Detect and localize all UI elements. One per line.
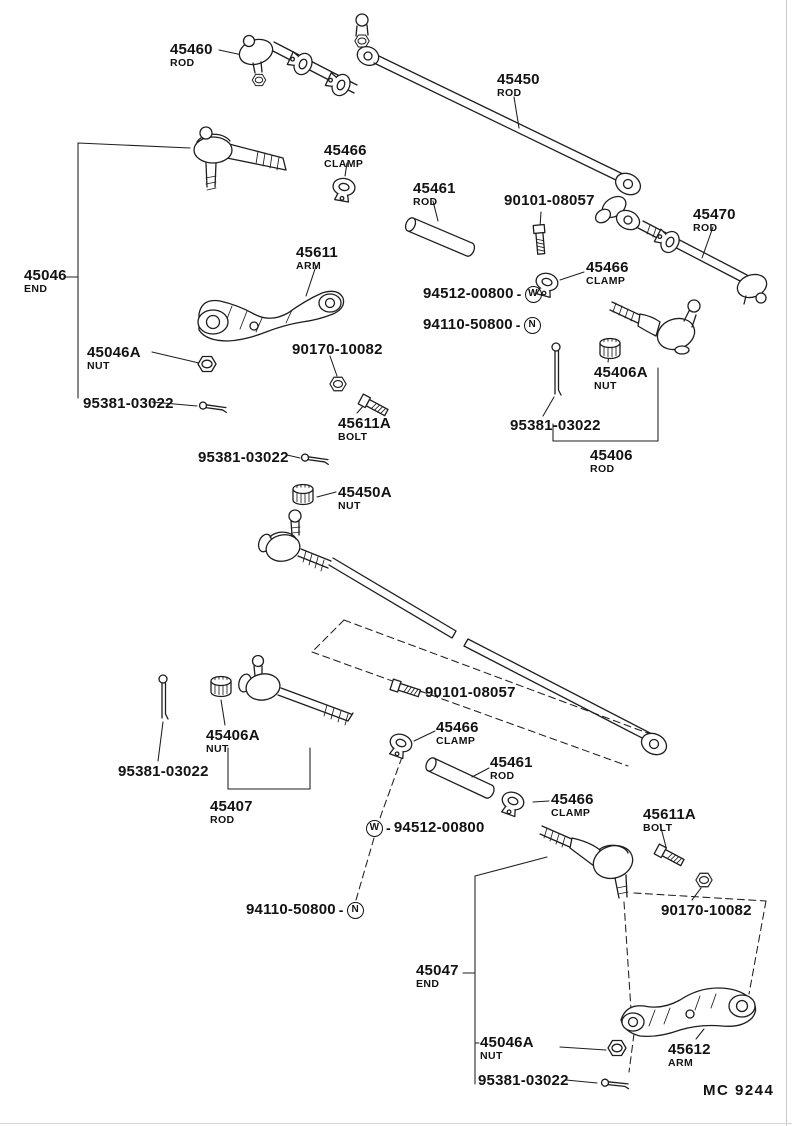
part-label-45611A-1: 45611A BOLT (338, 415, 391, 444)
bolt-45611A-bottom (653, 843, 686, 869)
page-edge-bottom (0, 1123, 792, 1124)
part-label-45047: 45047 END (416, 962, 459, 991)
part-label-45466-1: 45466 CLAMP (324, 142, 367, 171)
assembly-dashed-lines (311, 619, 767, 1073)
leader-lines (63, 49, 714, 1085)
part-label-94110-1: 94110-50800-N (423, 317, 541, 334)
part-label-95381-5: 95381-03022 (478, 1072, 569, 1089)
nut-90170-bottom (695, 872, 713, 888)
clamp-45466-bottom-left (385, 730, 415, 761)
part-label-95381-1: 95381-03022 (83, 395, 174, 412)
part-label-95381-2: 95381-03022 (510, 417, 601, 434)
castle-nut-45406A-bottom (210, 675, 232, 698)
tie-rod-end-45460 (238, 34, 358, 100)
ball-stud-middle (288, 509, 302, 536)
tie-rod-end-45406 (609, 299, 701, 355)
washer-symbol: W (366, 820, 383, 837)
tie-rod-end-45047 (539, 825, 634, 899)
side-rod-45470 (594, 195, 768, 305)
part-label-45046A-2: 45046A NUT (480, 1034, 534, 1063)
part-label-90101-2: 90101-08057 (425, 684, 516, 701)
clamp-bolt-90101-bottom (389, 678, 422, 700)
part-label-45450A: 45450A NUT (338, 484, 392, 513)
bolt-45611A-top (357, 393, 390, 419)
castle-nut-45406A-top (599, 337, 621, 360)
washer-symbol: W (524, 286, 542, 303)
relay-rod-lower (257, 531, 668, 756)
nut-symbol: N (346, 902, 364, 919)
cotter-pin-bottom-right (600, 1078, 630, 1090)
page-edge-right (786, 0, 787, 1126)
clamp-bolt-90101-top (532, 223, 548, 256)
part-label-45611A-2: 45611A BOLT (643, 806, 696, 835)
part-label-45046: 45046 END (24, 267, 67, 296)
part-label-90170-2: 90170-10082 (661, 902, 752, 919)
cotter-pin-top-right (551, 342, 562, 396)
part-label-45406: 45406 ROD (590, 447, 633, 476)
part-label-90101-1: 90101-08057 (504, 192, 595, 209)
part-label-94512-2: W-94512-00800 (366, 820, 485, 837)
adjusting-tube-45461-bottom (423, 755, 497, 801)
part-label-45612: 45612 ARM (668, 1041, 711, 1070)
part-label-95381-4: 95381-03022 (118, 763, 209, 780)
part-label-45406A-1: 45406A NUT (594, 364, 648, 393)
nut-90170-top (329, 376, 347, 392)
part-label-90170-1: 90170-10082 (292, 341, 383, 358)
tie-rod-end-45046 (193, 126, 287, 191)
part-label-94110-2: 94110-50800-N (246, 902, 364, 919)
page-code: MC 9244 (703, 1082, 775, 1099)
part-label-45461-1: 45461 ROD (413, 180, 456, 209)
steering-arm-45611 (197, 290, 345, 342)
nut-45046A-bottom (607, 1039, 627, 1057)
part-label-45461-2: 45461 ROD (490, 754, 533, 783)
part-label-95381-3: 95381-03022 (198, 449, 289, 466)
part-label-45460: 45460 ROD (170, 41, 213, 70)
castle-nut-45450A (292, 483, 314, 506)
clamp-45466-top-left (330, 176, 357, 204)
relay-rod-45450 (354, 13, 642, 196)
part-label-45046A-1: 45046A NUT (87, 344, 141, 373)
part-label-45407: 45407 ROD (210, 798, 253, 827)
part-label-94512-1: 94512-00800-W (423, 286, 542, 303)
part-label-45466-2: 45466 CLAMP (586, 259, 629, 288)
cotter-pin-bottom-left (158, 674, 169, 720)
part-label-45470: 45470 ROD (693, 206, 736, 235)
part-label-45466-3: 45466 CLAMP (436, 719, 479, 748)
knuckle-arm-45612 (620, 987, 757, 1038)
nut-symbol: N (523, 317, 541, 334)
tie-rod-end-45407 (238, 654, 354, 726)
cotter-pin-mid-left (300, 452, 330, 466)
part-label-45450: 45450 ROD (497, 71, 540, 100)
adjusting-tube-45461-top (403, 215, 477, 259)
cotter-pin-top-left (198, 400, 228, 414)
part-label-45611: 45611 ARM (296, 244, 338, 273)
part-label-45466-4: 45466 CLAMP (551, 791, 594, 820)
nut-45046A-top (197, 355, 217, 373)
clamp-45466-bottom-right (497, 788, 527, 819)
part-label-45406A-2: 45406A NUT (206, 727, 260, 756)
